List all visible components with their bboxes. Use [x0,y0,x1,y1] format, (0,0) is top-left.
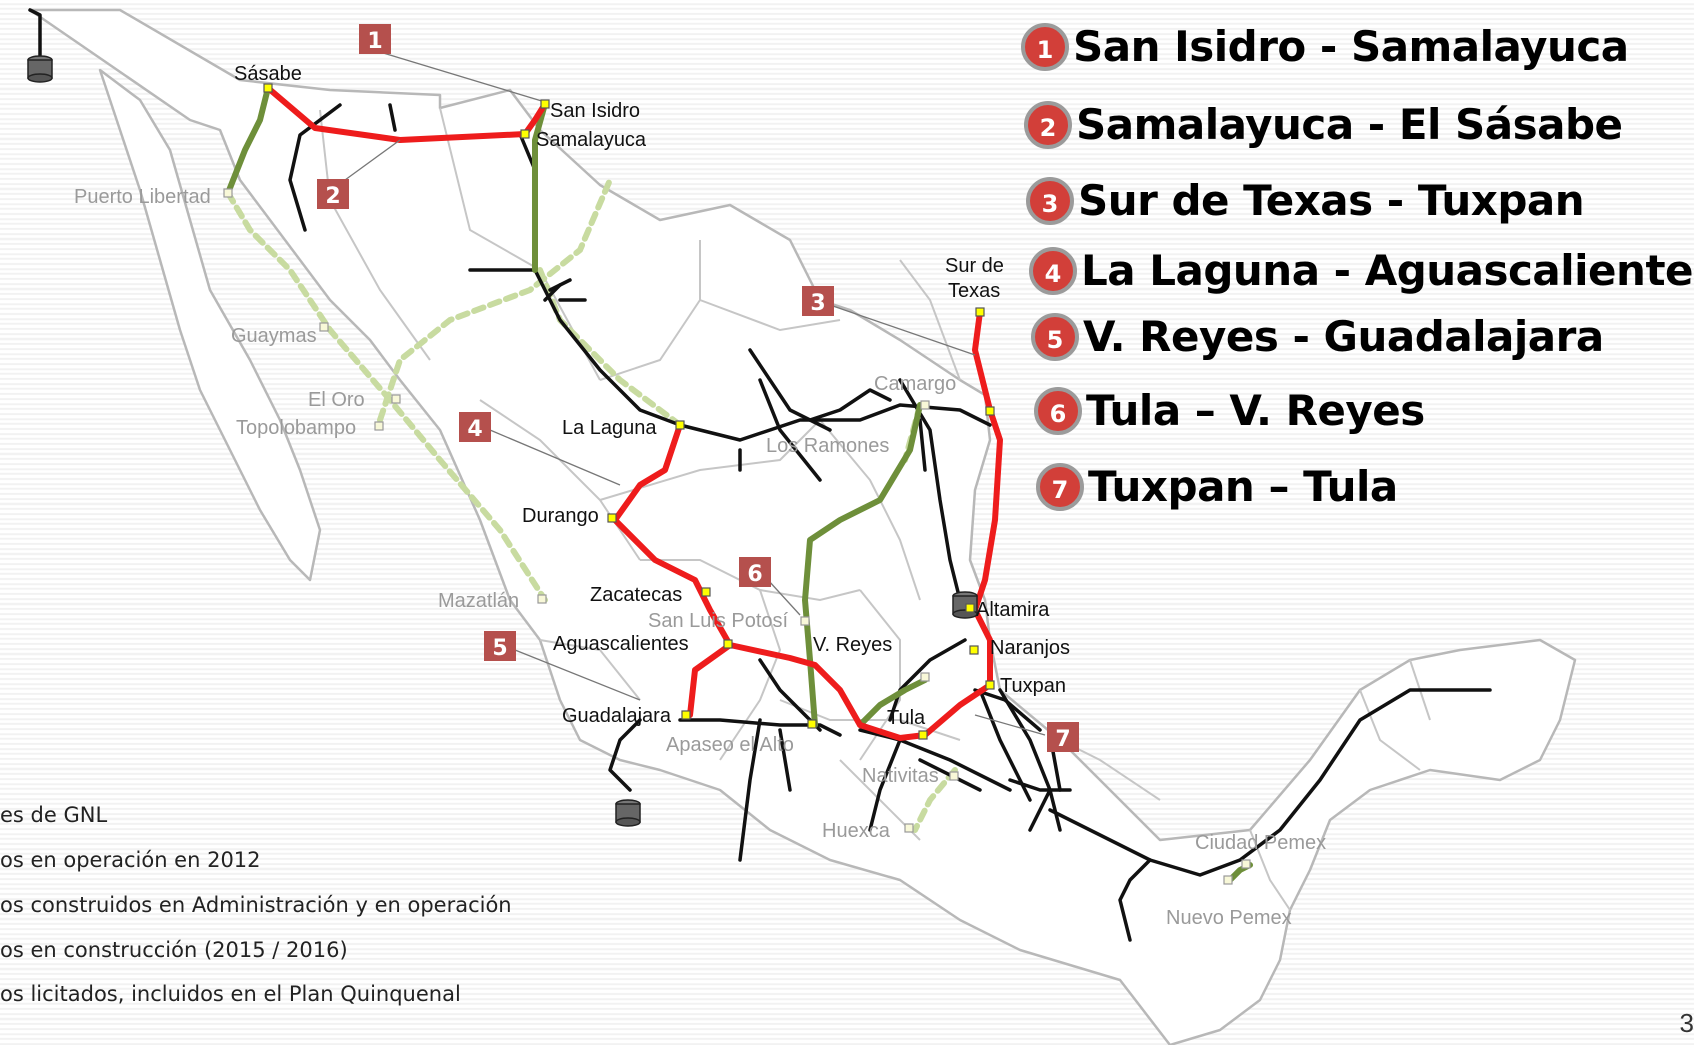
city-los-ramones: Los Ramones [766,435,889,457]
city-nativitas: Nativitas [862,765,939,787]
map-badge-4: 4 [459,412,491,442]
city-texas: Texas [948,280,1000,302]
legend-operation-2012: os en operación en 2012 [0,848,261,872]
city-sur-de: Sur de [945,255,1004,277]
map-badge-1: 1 [359,24,391,54]
new-pipelines [265,85,1003,741]
city-guadalajara: Guadalajara [562,705,672,727]
project-item-3: 3 Sur de Texas - Tuxpan [1026,176,1585,225]
city-labels: Sásabe San Isidro Samalayuca Puerto Libe… [74,63,1326,929]
project-badge-7: 7 [1036,462,1084,511]
existing-pipelines [28,8,1492,942]
map-badges: 1 2 3 4 5 6 7 [317,24,1079,752]
city-nodes-planned [223,188,1251,885]
project-badge-4: 4 [1029,246,1077,295]
lng-terminal-icon [27,55,53,83]
project-badge-1: 1 [1021,22,1069,71]
city-nuevo-pemex: Nuevo Pemex [1166,907,1292,929]
construction-pipelines [225,85,1253,883]
legend-lng: es de GNL [0,803,108,827]
project-badge-2: 2 [1024,100,1072,149]
city-huexca: Huexca [822,820,891,842]
city-ciudad-pemex: Ciudad Pemex [1195,832,1326,854]
city-samalayuca: Samalayuca [536,129,647,151]
project-name-7: Tuxpan – Tula [1088,462,1398,511]
page-number: 3 [1679,1008,1694,1038]
project-badge-6: 6 [1034,386,1082,435]
project-item-5: 5 V. Reyes - Guadalajara [1031,312,1604,361]
project-item-1: 1 San Isidro - Samalayuca [1021,22,1629,71]
legend-tendered: os licitados, incluidos en el Plan Quinq… [0,982,461,1006]
legend-built-administration: os construidos en Administración y en op… [0,893,512,917]
city-la-laguna: La Laguna [562,417,657,439]
map-badge-7: 7 [1047,722,1079,752]
city-v-reyes: V. Reyes [813,634,892,656]
leader-lines [344,51,1046,736]
city-puerto-libertad: Puerto Libertad [74,186,211,208]
svg-text:2: 2 [325,184,340,209]
city-topolobampo: Topolobampo [236,417,356,439]
project-item-2: 2 Samalayuca - El Sásabe [1024,100,1623,149]
project-name-3: Sur de Texas - Tuxpan [1078,176,1585,225]
city-zacatecas: Zacatecas [590,584,682,606]
project-name-1: San Isidro - Samalayuca [1073,22,1629,71]
city-camargo: Camargo [874,373,956,395]
map-badge-6: 6 [739,557,771,587]
city-durango: Durango [522,505,599,527]
project-name-5: V. Reyes - Guadalajara [1083,312,1604,361]
svg-text:3: 3 [810,291,825,316]
project-name-6: Tula – V. Reyes [1086,386,1425,435]
city-altamira: Altamira [976,599,1050,621]
map-badge-5: 5 [484,631,516,661]
city-tuxpan: Tuxpan [1000,675,1066,697]
svg-text:7: 7 [1055,727,1070,752]
lng-terminal-icon [615,799,641,827]
city-aguascalientes: Aguascalientes [553,633,689,655]
project-name-4: La Laguna - Aguascalientes [1081,246,1694,295]
project-name-2: Samalayuca - El Sásabe [1076,100,1623,149]
city-slp: San Luis Potosí [648,610,789,632]
mexico-outline [28,8,1577,1045]
city-san-isidro: San Isidro [550,100,640,122]
city-guaymas: Guaymas [231,325,317,347]
svg-text:4: 4 [467,417,482,442]
legend-construction: os en construcción (2015 / 2016) [0,938,348,962]
city-sasabe: Sásabe [234,63,302,85]
map-badge-2: 2 [317,179,349,209]
city-tula: Tula [887,707,926,729]
city-apaseo: Apaseo el Alto [666,734,794,756]
project-item-7: 7 Tuxpan – Tula [1036,462,1398,511]
svg-text:5: 5 [492,636,507,661]
svg-text:6: 6 [747,562,762,587]
project-badge-3: 3 [1026,176,1074,225]
map-badge-3: 3 [802,286,834,316]
city-nodes-active [263,83,995,740]
city-naranjos: Naranjos [990,637,1070,659]
svg-text:1: 1 [367,29,382,54]
city-el-oro: El Oro [308,389,365,411]
project-item-6: 6 Tula – V. Reyes [1034,386,1425,435]
city-mazatlan: Mazatlán [438,590,519,612]
project-badge-5: 5 [1031,312,1079,361]
project-item-4: 4 La Laguna - Aguascalientes [1029,246,1694,295]
